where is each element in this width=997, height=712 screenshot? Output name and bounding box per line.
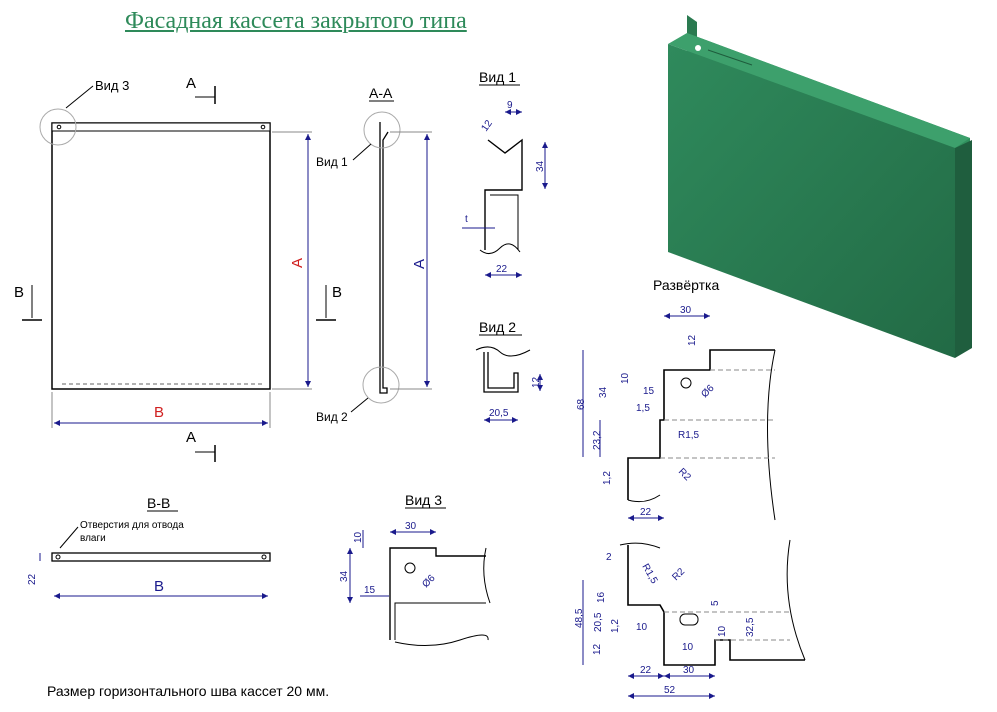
svg-text:48,5: 48,5 [574,608,585,628]
height-label-aa: А [411,259,428,269]
svg-text:10: 10 [717,625,728,637]
svg-text:12: 12 [687,334,698,346]
svg-text:30: 30 [405,521,417,532]
drain-slot [679,613,699,626]
height-label: А [289,258,306,268]
top-flange [51,122,271,132]
mount-hole-left [56,124,62,130]
drain-note-line1: Отверстия для отвода [80,520,184,531]
svg-text:R2: R2 [676,466,693,483]
svg-text:12: 12 [592,643,603,655]
section-mark-top: А [186,75,196,92]
svg-text:30: 30 [680,305,692,316]
callout-view3: Вид 3 [95,78,129,93]
section-bb: В-В Отверстия для отвода влаги 22 В [27,495,271,599]
svg-text:12: 12 [479,118,495,134]
svg-text:22: 22 [496,264,508,275]
svg-text:22: 22 [640,665,652,676]
svg-text:52: 52 [664,685,676,696]
svg-text:34: 34 [339,570,350,582]
development-title: Развёртка [653,277,719,293]
width-label-bb: В [154,578,164,595]
svg-text:R1,5: R1,5 [639,562,659,586]
section-mark-bottom: А [186,429,196,446]
svg-text:68: 68 [576,398,587,410]
svg-text:20,5: 20,5 [593,612,604,632]
section-bb-profile [51,552,271,562]
svg-text:15: 15 [364,585,376,596]
svg-text:2: 2 [606,552,612,563]
section-mark-left: В [14,284,24,301]
svg-text:R2: R2 [670,566,687,583]
svg-text:20,5: 20,5 [489,408,509,419]
callout-view2: Вид 2 [316,410,348,424]
detail-circle-view3 [39,108,77,146]
view2-title: Вид 2 [479,319,516,335]
view3-title: Вид 3 [405,492,442,508]
svg-text:15: 15 [643,386,655,397]
view3-hole [404,562,416,574]
svg-text:32,5: 32,5 [745,617,756,637]
svg-text:Ø6: Ø6 [699,383,717,401]
panel-3d-render [668,15,972,358]
view1-title: Вид 1 [479,69,516,85]
svg-text:12: 12 [531,376,542,388]
svg-text:1,2: 1,2 [602,471,613,485]
mount-hole-right [260,124,266,130]
svg-text:1,2: 1,2 [610,619,621,633]
front-view: Вид 3 А А В В А В [14,75,342,462]
section-bb-title: В-В [147,495,170,511]
svg-text:10: 10 [682,642,694,653]
view1: Вид 1 9 12 34 t 22 [462,69,548,278]
seam-note: Размер горизонтального шва кассет 20 мм. [47,683,330,699]
svg-text:1,5: 1,5 [636,403,650,414]
development-view: Развёртка 30 12 10 15 34 1,5 68 Ø6 23,2 … [574,277,806,699]
svg-text:23,2: 23,2 [592,430,603,450]
svg-text:R1,5: R1,5 [678,430,700,441]
width-label: В [154,404,164,421]
svg-text:34: 34 [535,160,546,172]
svg-text:10: 10 [620,372,631,384]
svg-text:22: 22 [640,507,652,518]
svg-text:t: t [465,214,468,225]
svg-text:10: 10 [636,622,648,633]
panel-outline [51,122,271,390]
section-aa-title: А-А [369,85,393,101]
svg-text:34: 34 [598,386,609,398]
section-mark-right: В [332,284,342,301]
svg-text:9: 9 [507,100,513,111]
svg-text:5: 5 [710,600,721,606]
svg-text:16: 16 [596,591,607,603]
page-title: Фасадная кассета закрытого типа [125,8,467,34]
svg-text:Ø6: Ø6 [420,573,438,591]
view2: Вид 2 12 20,5 [475,319,543,423]
view3: Вид 3 30 10 34 15 Ø6 [339,492,491,647]
drain-note-line2: влаги [80,533,106,544]
svg-text:30: 30 [683,665,695,676]
section-aa: А-А Вид 1 Вид 2 А [316,85,432,424]
callout-view1: Вид 1 [316,155,348,169]
svg-text:10: 10 [353,531,364,543]
svg-text:22: 22 [27,573,38,585]
